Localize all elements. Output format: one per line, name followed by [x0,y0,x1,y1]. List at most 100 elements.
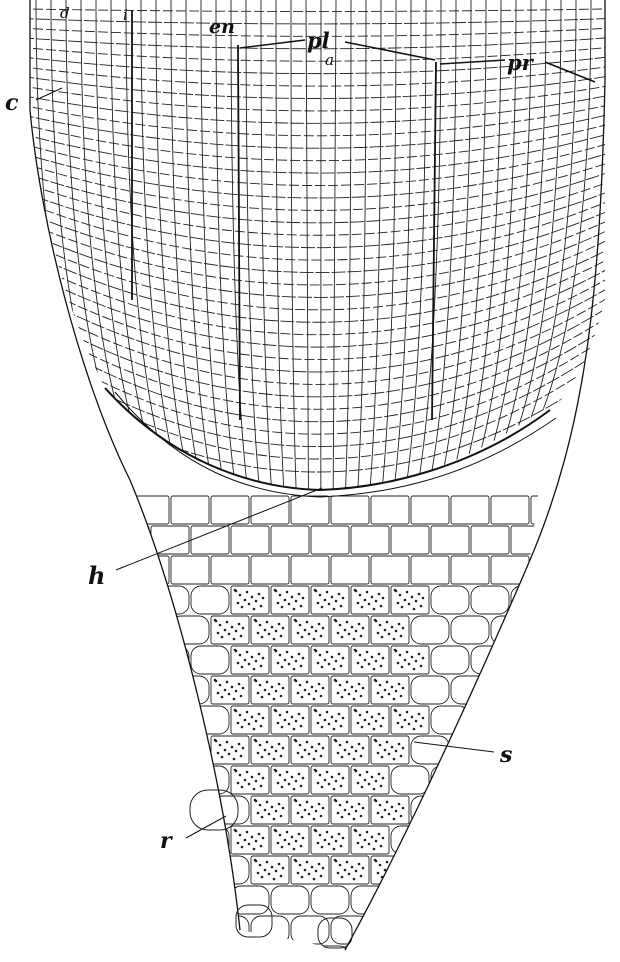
starch-grain [407,662,411,666]
starch-grain [357,742,361,746]
starch-cell [330,735,370,765]
cell-wall [470,585,510,615]
cap-cell [110,765,150,795]
starch-grain [294,619,298,623]
starch-grain [372,667,376,671]
starch-grain [265,800,269,804]
starch-grain [256,811,260,815]
cell-wall [330,555,370,585]
starch-grain [352,637,356,641]
cap-cell [130,855,170,885]
cell-wall-transverse [30,133,605,174]
cell-wall-transverse [30,248,605,323]
cap-cell [450,735,490,765]
label-c: c [5,90,19,116]
cell-wall [430,945,470,950]
starch-grain [321,686,325,690]
starch-cell [250,675,290,705]
starch-cell [370,735,410,765]
cap-cell [210,855,250,885]
starch-grain [359,874,363,878]
cap-cell [551,766,589,794]
starch-grain [330,775,334,779]
cell-wall-transverse [30,228,605,298]
cap-cell [130,735,170,765]
starch-grain [281,866,285,870]
starch-grain [285,830,289,834]
cell-wall [410,495,450,525]
cap-cell [290,555,330,585]
cell-wall [450,915,490,945]
cap-cell [530,555,550,585]
cell-wall [310,945,350,950]
starch-grain [236,841,240,845]
cell-wall [250,915,290,945]
starch-grain [263,628,267,632]
starch-cell [330,615,370,645]
cell-wall-transverse [30,46,605,62]
starch-grain [294,859,298,863]
starch-grain [256,751,260,755]
starch-grain [272,637,276,641]
starch-grain [216,691,220,695]
cell-wall-longitudinal [456,0,487,460]
cap-cell [551,646,589,674]
starch-grain [399,634,403,638]
cell-wall [390,885,430,915]
cell-wall [530,855,550,885]
starch-grain [258,743,262,747]
starch-grain [280,785,284,789]
starch-grain [403,658,407,662]
starch-grain [340,695,344,699]
cap-cell [551,526,589,554]
starch-grain [259,724,263,728]
cell-wall-transverse [30,142,605,186]
starch-grain [247,722,251,726]
cell-wall [370,615,410,645]
cap-cell [370,555,410,585]
starch-grain [319,814,323,818]
starch-grain [243,778,247,782]
starch-grain [254,859,258,863]
cell-wall-longitudinal [215,0,235,479]
starch-grain [378,623,382,627]
starch-grain [376,631,380,635]
starch-grain [318,653,322,657]
starch-grain [263,868,267,872]
starch-grain [279,874,283,878]
starch-grain [394,629,398,633]
cell-wall [370,555,410,585]
cap-cell [170,555,210,585]
cell-wall [370,495,410,525]
starch-grain [356,601,360,605]
starch-grain [257,772,261,776]
starch-grain [314,829,318,833]
cap-cell [110,585,150,615]
starch-grain [330,715,334,719]
starch-grain [276,781,280,785]
pr-bracket [439,59,596,83]
starch-grain [358,653,362,657]
starch-grain [287,722,291,726]
cap-cell [490,615,530,645]
starch-grain [394,689,398,693]
cell-wall [150,645,190,675]
cell-wall [470,705,510,735]
cap-cell [470,885,510,915]
starch-grain [323,598,327,602]
cell-wall-longitudinal [406,0,427,478]
cap-cell [530,615,550,645]
starch-grain [381,716,385,720]
cap-cell [430,525,470,555]
cell-wall [551,586,589,614]
starch-cell [250,795,290,825]
cell-wall [510,825,550,855]
starch-grain [340,815,344,819]
starch-cell [290,675,330,705]
cell-wall-longitudinal [155,0,186,461]
starch-grain [294,739,298,743]
cap-cell [105,615,130,645]
starch-grain [312,817,316,821]
starch-grain [358,833,362,837]
starch-grain [318,773,322,777]
